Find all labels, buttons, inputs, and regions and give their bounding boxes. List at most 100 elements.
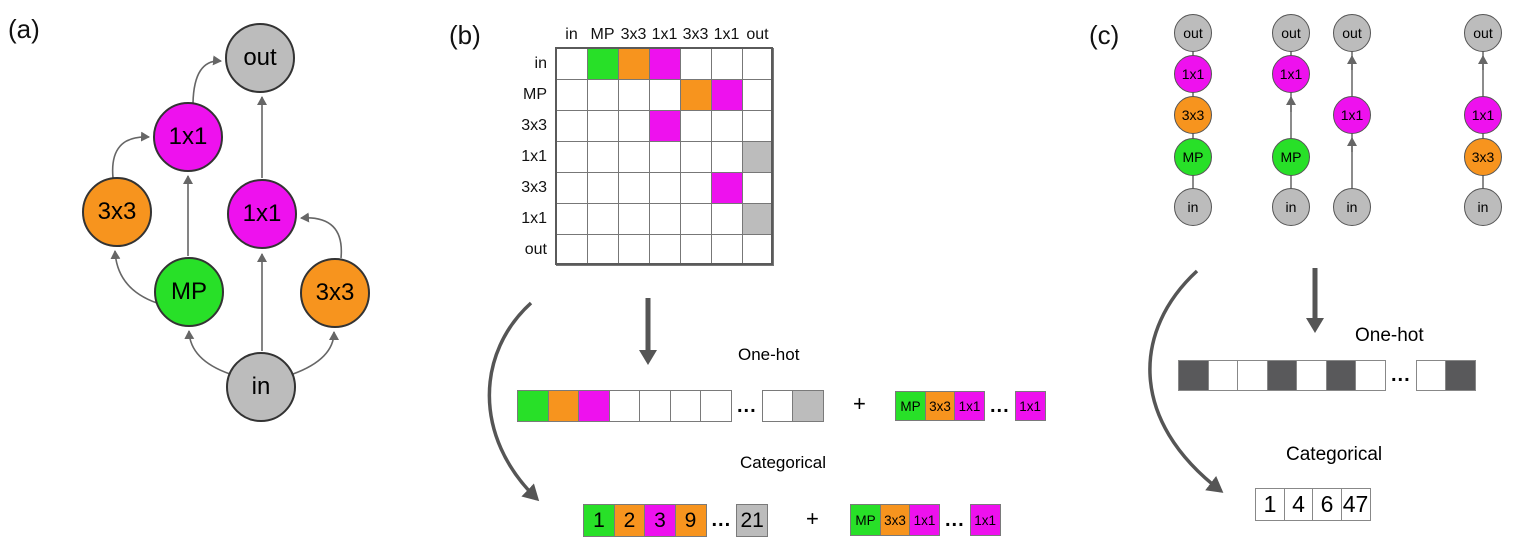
matrix-col-header: MP [590,26,615,43]
node-c3-in: in [1333,188,1371,226]
matrix-cell [617,78,650,111]
matrix-cell [741,171,774,204]
vector-cell [608,390,641,422]
node-a-1x1-right: 1x1 [227,179,297,249]
vector-cell: 3 [644,504,676,537]
matrix-row-header: 3x3 [521,178,547,196]
matrix-cell [741,140,774,173]
matrix-corner [505,22,556,48]
matrix-cell [741,78,774,111]
vector-cell [1325,360,1357,391]
edge-3x3r-1x1r [300,212,343,259]
matrix-cell [710,233,743,266]
vector-cell [517,390,549,422]
node-a-1x1-left: 1x1 [153,102,223,172]
vector-cell [1237,360,1268,391]
c-one-hot-vector: ... [1178,360,1477,391]
matrix-cell [648,171,681,204]
vector-cell [1445,360,1477,391]
matrix-cell [648,202,681,235]
vector-cell [700,390,732,422]
b-one-hot-label: One-hot [738,345,800,364]
vector-cell [1415,360,1447,391]
matrix-col-header: in [565,26,578,43]
matrix-cell [617,47,650,80]
matrix-cell [586,47,619,80]
matrix-cell [555,202,588,235]
matrix-cell [555,171,588,204]
matrix-cell [617,140,650,173]
matrix-row-header: 1x1 [521,147,547,165]
matrix-cell [710,109,743,142]
matrix-col-header: 3x3 [620,26,647,43]
vector-cell: MP [850,504,881,536]
matrix-row-header: in [534,54,547,72]
matrix-cell [679,109,712,142]
matrix-cell [679,47,712,80]
vector-cell [639,390,671,422]
matrix-cell [679,171,712,204]
matrix-col-header: 1x1 [651,26,678,43]
vector-cell [669,390,702,422]
b-categorical-label: Categorical [740,453,826,472]
matrix-cell [586,233,619,266]
vector-cell [1207,360,1239,391]
vector-cell [547,390,580,422]
matrix-cell [741,233,774,266]
ellipsis: ... [737,394,757,417]
vector-cell [1178,360,1209,391]
matrix-cell [586,202,619,235]
vector-cell: 1 [1255,488,1285,521]
edge-in-mp [184,330,231,375]
matrix-cell [586,140,619,173]
vector-cell [1266,360,1298,391]
b-one-hot-plus: + [853,391,866,416]
matrix-cell [555,109,588,142]
matrix-cell [741,47,774,80]
matrix-cell [555,78,588,111]
matrix-cell [679,140,712,173]
edge-mp-3x3l [110,250,158,304]
matrix-cell [648,109,681,142]
vector-cell: 21 [736,504,769,537]
node-c4-in: in [1464,188,1502,226]
b-onehot-arrowhead [639,350,657,365]
matrix-row-header: 1x1 [521,209,547,227]
matrix-cell [555,47,588,80]
vector-cell: 3x3 [924,391,956,421]
panel-c-label: (c) [1089,20,1120,50]
node-c1-in: in [1174,188,1212,226]
matrix-cell [555,140,588,173]
matrix-cell [648,140,681,173]
matrix-cell [679,202,712,235]
vector-cell: 9 [674,504,707,537]
node-c4-out: out [1464,14,1502,52]
vector-cell: MP [895,391,926,421]
matrix-cell [679,233,712,266]
matrix-cell [555,233,588,266]
node-c1-1x1: 1x1 [1174,55,1212,93]
panel-a-label: (a) [8,14,40,44]
b-one-hot-adjacency-vector: ... [517,390,825,422]
matrix-col-header: out [746,26,769,43]
matrix-cell [648,47,681,80]
matrix-col-header: 1x1 [713,26,740,43]
b-categorical-plus: + [806,506,819,531]
edge-1x1l-out [192,55,222,104]
node-c2-mp: MP [1272,138,1310,176]
matrix-row-header: MP [523,85,547,103]
vector-cell [1296,360,1327,391]
node-a-3x3-left: 3x3 [82,177,152,247]
vector-cell [761,390,794,422]
node-c3-1x1: 1x1 [1333,96,1371,134]
panel-b-label: (b) [449,20,481,50]
node-c2-1x1: 1x1 [1272,55,1310,93]
vector-cell: 1x1 [954,391,985,421]
matrix-cell [710,140,743,173]
vector-cell: 1x1 [969,504,1001,536]
